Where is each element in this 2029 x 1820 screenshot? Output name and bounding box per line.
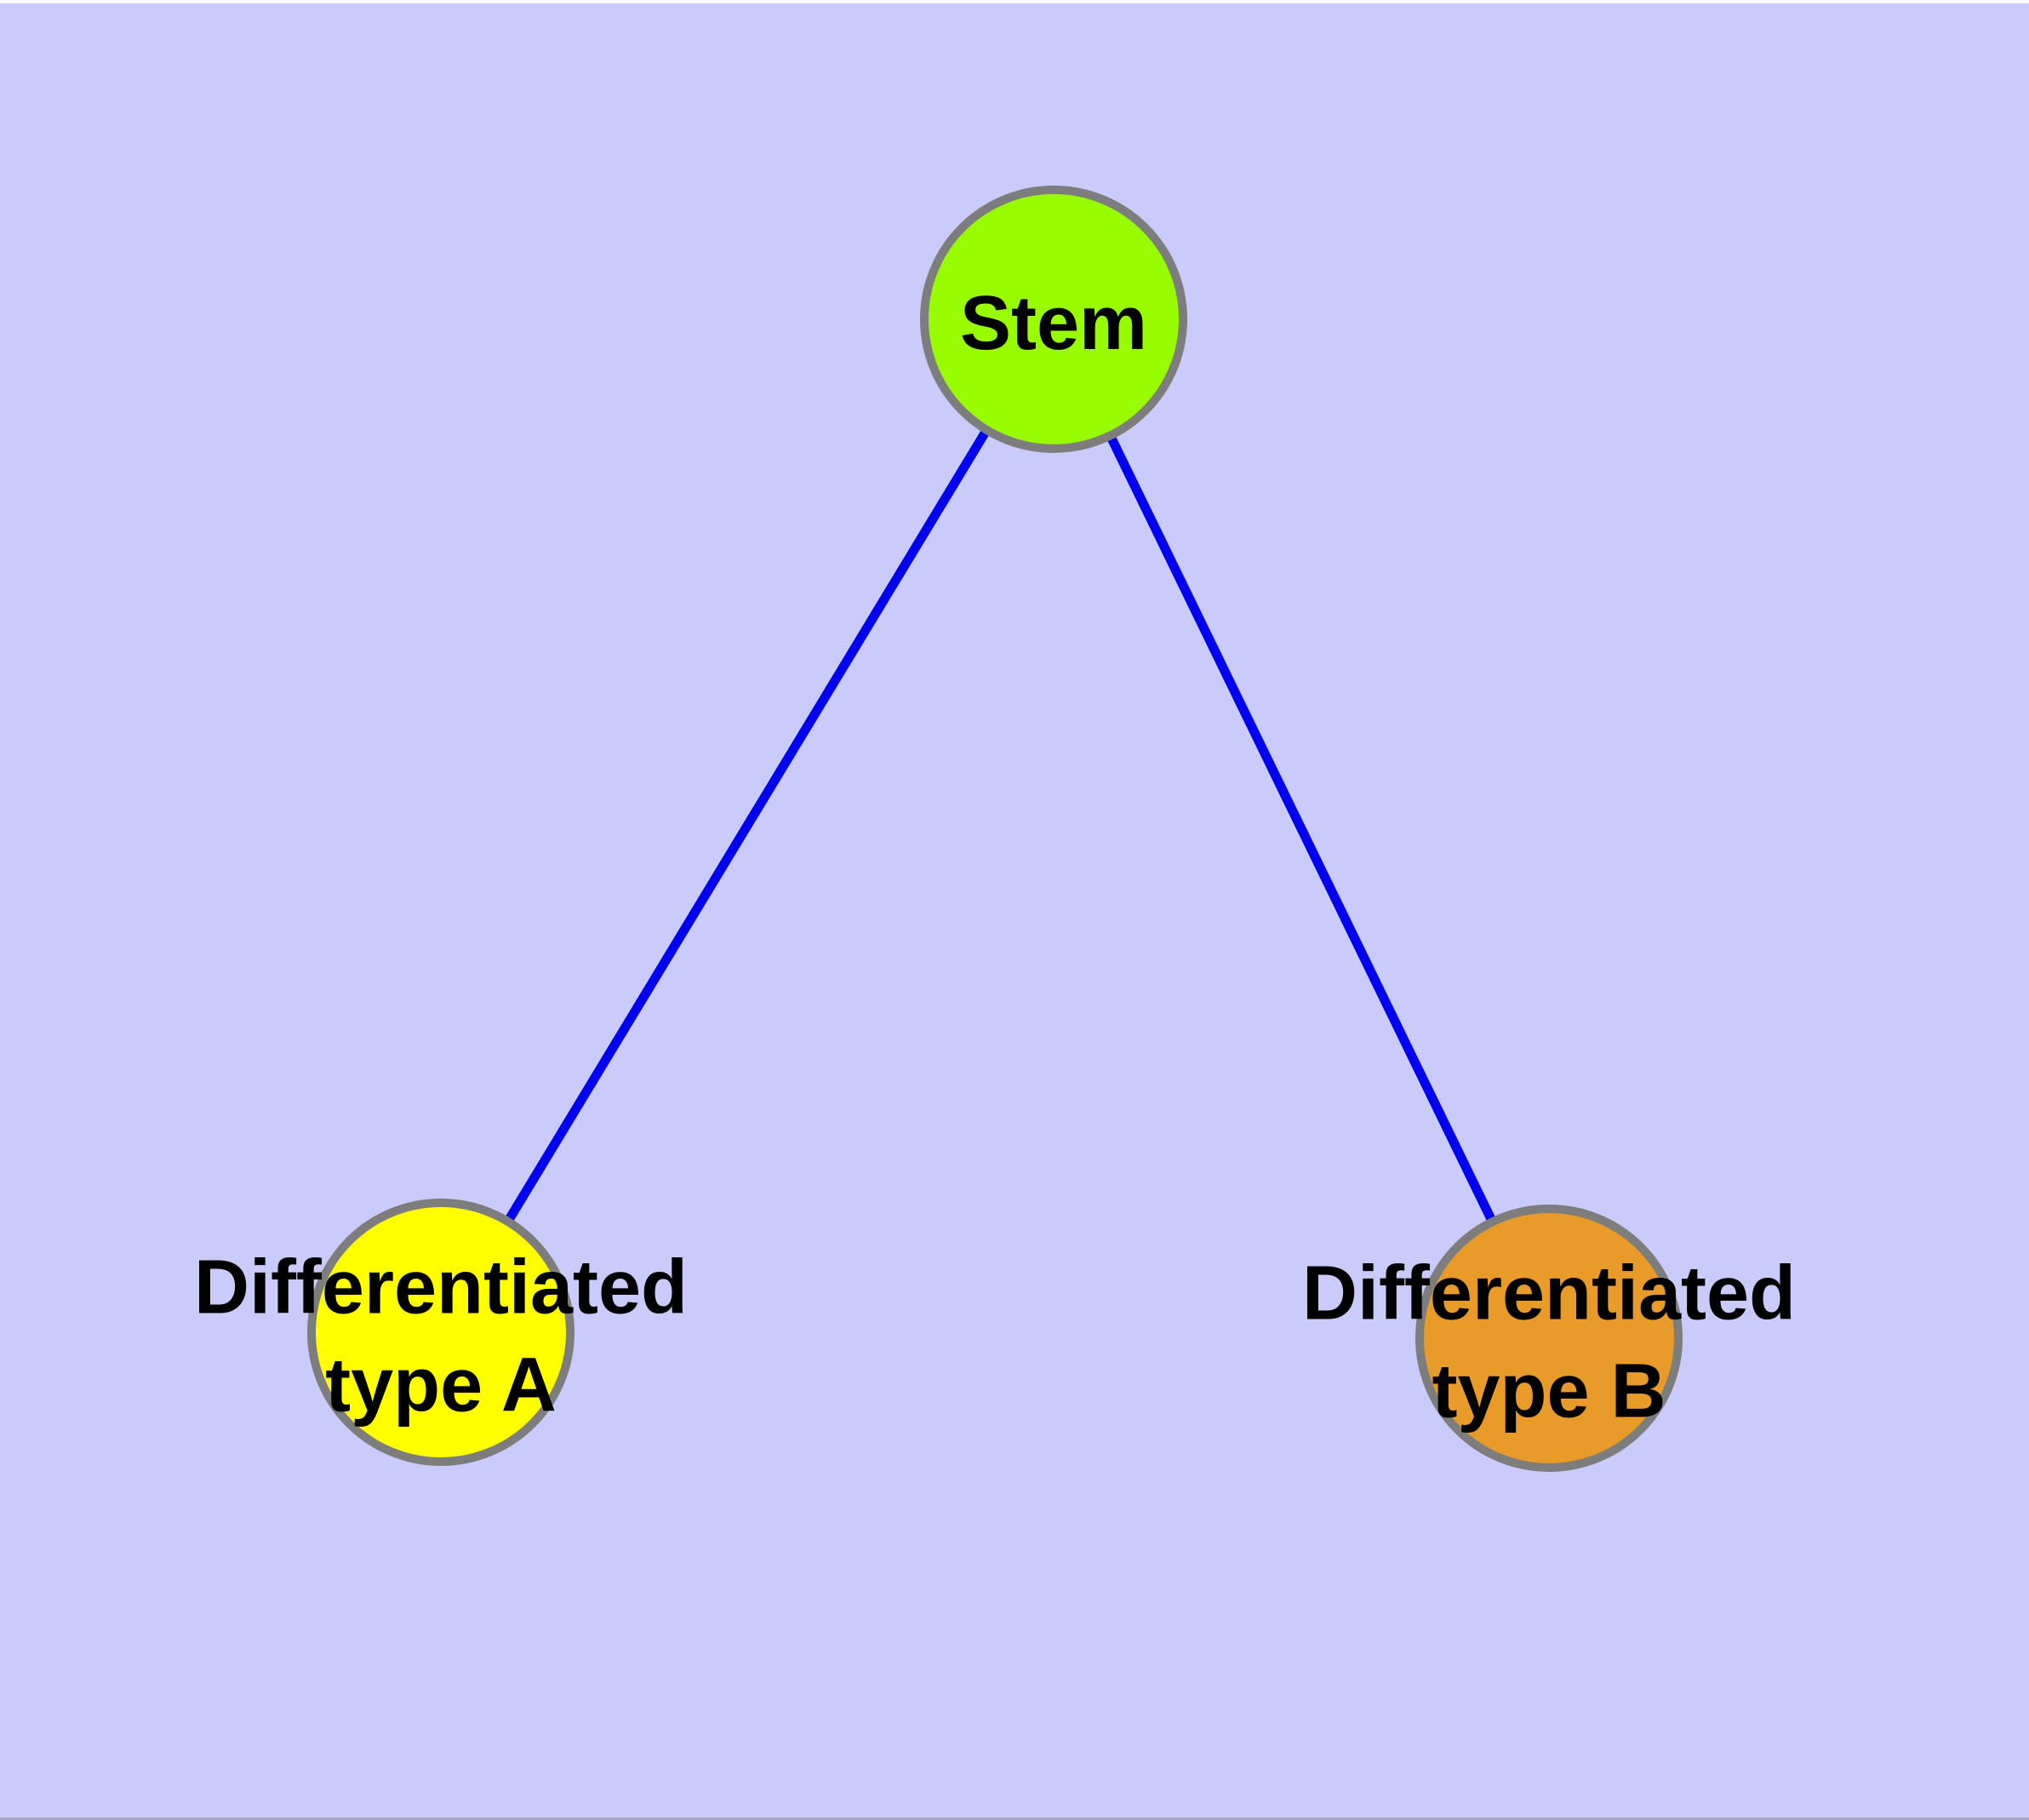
node-stem: Stem xyxy=(920,186,1187,453)
node-diff-a: Differentiated type A xyxy=(194,1199,688,1466)
node-diff-b-label-line-2: type B xyxy=(1432,1349,1666,1434)
node-stem-label: Stem xyxy=(960,281,1147,366)
node-diff-b-label: Differentiated type B xyxy=(1302,1251,1796,1434)
node-diff-b: Differentiated type B xyxy=(1302,1205,1796,1472)
top-edge-strip xyxy=(0,0,2029,3)
edge-stem-diff-b xyxy=(1049,317,1553,1341)
node-stem-circle xyxy=(920,186,1187,453)
edges-layer xyxy=(437,317,1553,1341)
node-diff-a-circle xyxy=(307,1199,574,1466)
node-diff-b-label-line-1: Differentiated xyxy=(1302,1251,1796,1336)
bottom-edge-strip xyxy=(0,1817,2029,1820)
node-diff-a-label-line-1: Differentiated xyxy=(194,1245,688,1331)
node-diff-a-label: Differentiated type A xyxy=(194,1245,688,1428)
node-diff-a-label-line-2: type A xyxy=(325,1343,557,1428)
node-diff-b-circle xyxy=(1415,1205,1683,1472)
edge-stem-diff-a xyxy=(437,317,1058,1335)
node-stem-label-line-1: Stem xyxy=(960,281,1147,366)
